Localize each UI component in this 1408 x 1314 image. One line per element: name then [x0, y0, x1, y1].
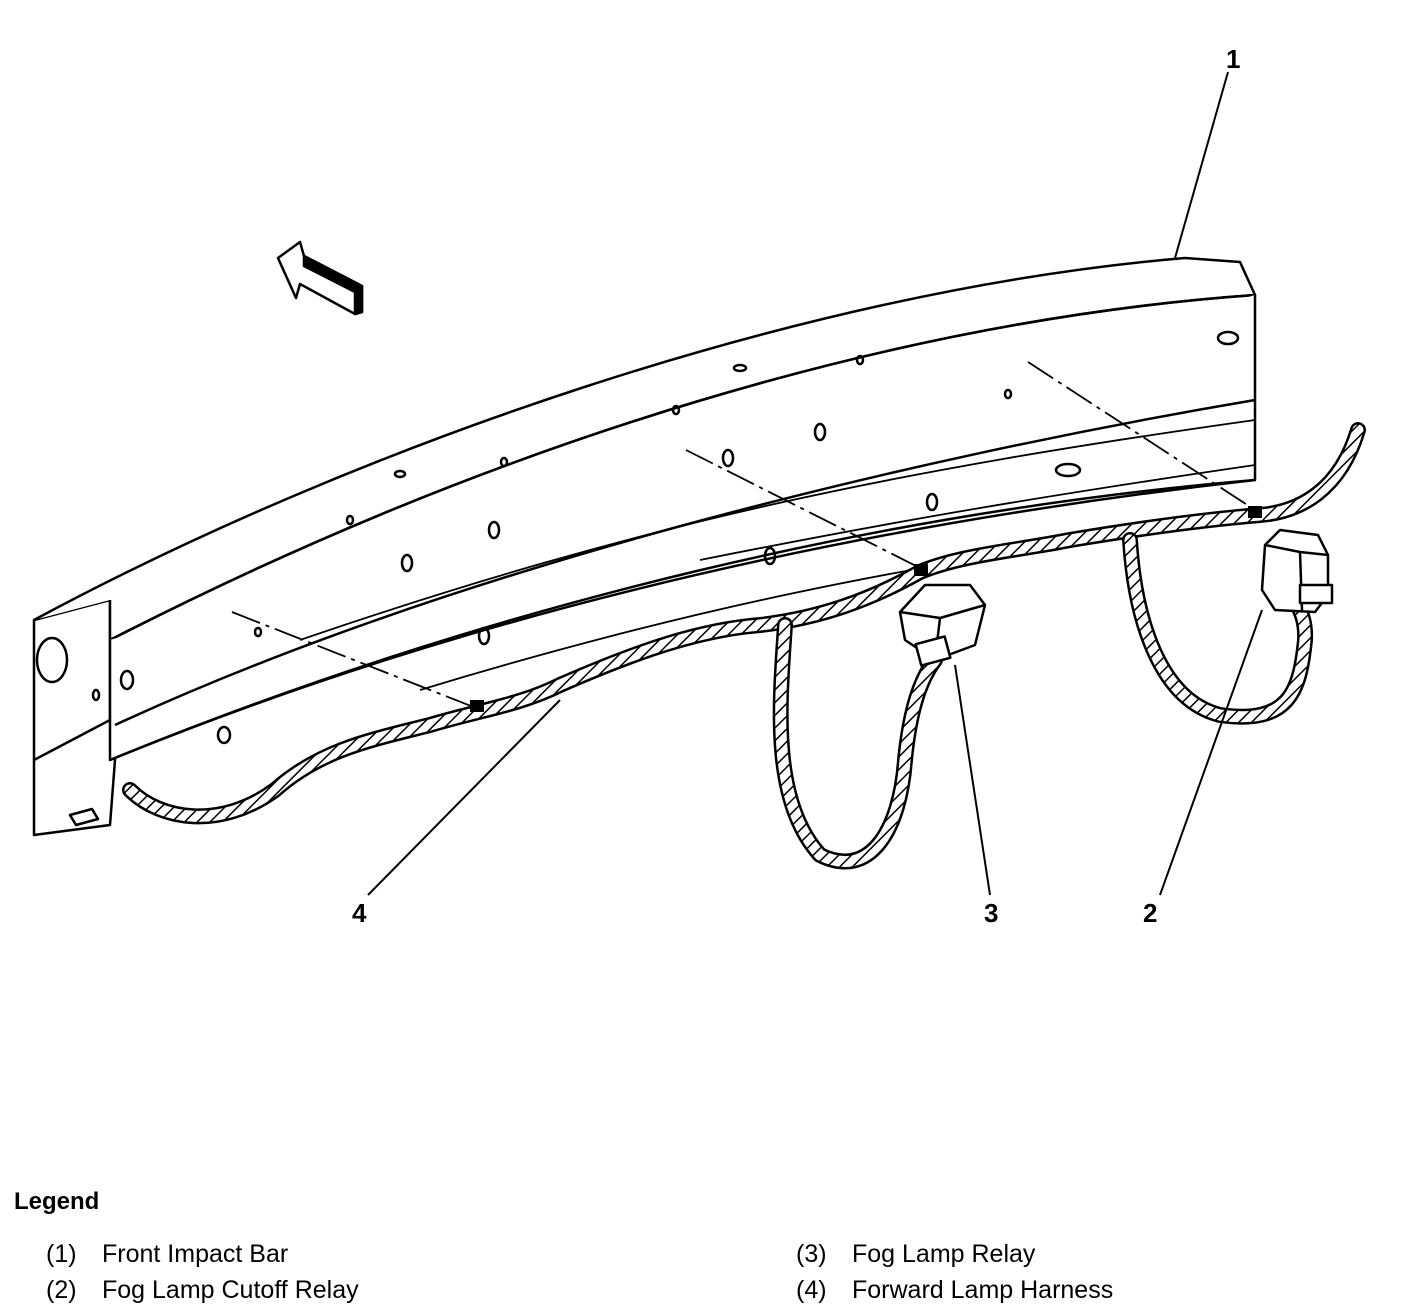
legend-item-number: (3)	[796, 1240, 827, 1268]
legend-item: (2) Fog Lamp Cutoff Relay	[46, 1276, 359, 1305]
callout-2: 2	[1143, 898, 1157, 928]
leader-lines	[367, 71, 1263, 896]
impact-bar-diagram: 1 2 3 4	[32, 44, 1366, 928]
legend-item: (3) Fog Lamp Relay	[796, 1240, 1035, 1269]
legend-item: (1) Front Impact Bar	[46, 1240, 288, 1269]
callout-1: 1	[1226, 44, 1240, 74]
legend-item-label: Front Impact Bar	[102, 1240, 289, 1268]
forward-direction-arrow-icon	[276, 240, 364, 316]
legend-item-label: Fog Lamp Relay	[852, 1240, 1036, 1268]
legend-item-number: (4)	[796, 1276, 827, 1304]
legend-item-label: Fog Lamp Cutoff Relay	[102, 1276, 359, 1304]
forward-lamp-harness	[122, 422, 1366, 870]
legend-item: (4) Forward Lamp Harness	[796, 1276, 1113, 1305]
legend-item-number: (2)	[46, 1276, 77, 1304]
legend-item-label: Forward Lamp Harness	[852, 1276, 1114, 1304]
callout-4: 4	[352, 898, 367, 928]
fog-lamp-cutoff-relay	[1260, 528, 1334, 614]
fog-lamp-relay	[898, 583, 987, 667]
legend-title: Legend	[14, 1188, 100, 1215]
front-impact-bar	[32, 256, 1257, 837]
attachment-lines	[231, 361, 1256, 709]
callout-3: 3	[984, 898, 998, 928]
legend-item-number: (1)	[46, 1240, 77, 1268]
